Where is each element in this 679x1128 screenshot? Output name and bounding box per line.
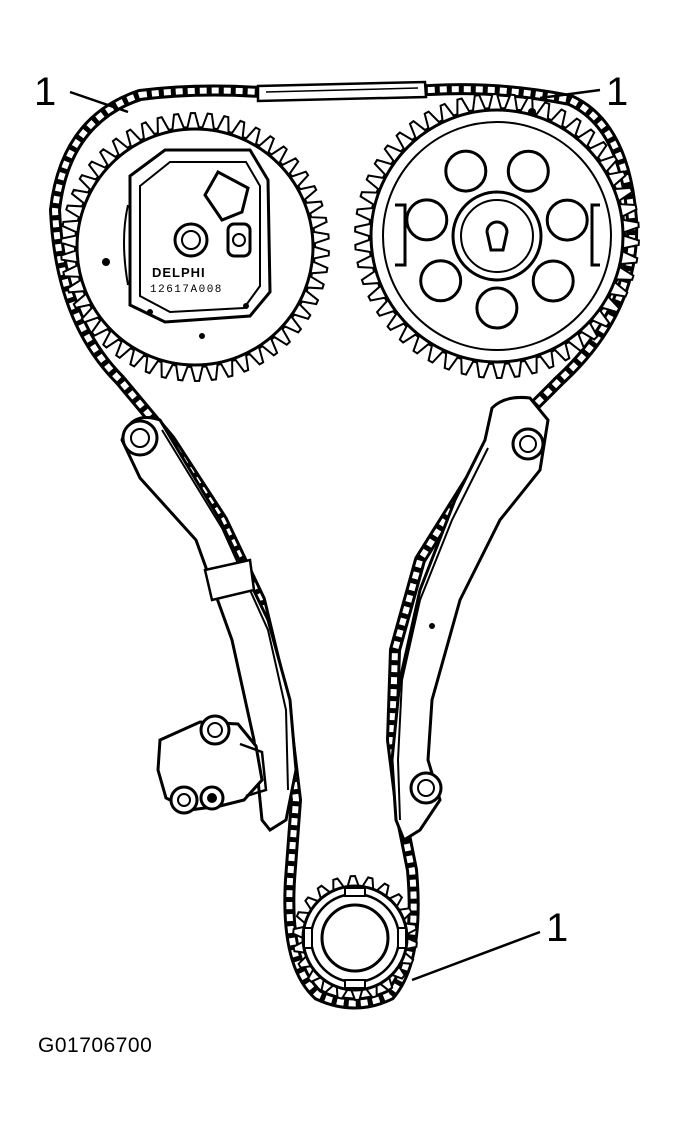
right-cam-sprocket	[354, 92, 640, 380]
sprocket-lightening-hole	[475, 286, 519, 330]
callout-number-left: 1	[34, 70, 57, 114]
sprocket-lightening-hole	[506, 149, 550, 193]
figure-id: G01706700	[38, 1034, 153, 1057]
left-cam-sprocket	[60, 111, 330, 383]
right-fixed-guide	[390, 396, 550, 843]
callout-leader-right	[539, 88, 601, 100]
left-tensioner-guide	[120, 416, 298, 832]
sprocket-lightening-hole	[531, 259, 575, 303]
callout-leader-bottom	[411, 930, 541, 982]
sprocket-part-number: 12617A008	[150, 284, 223, 296]
callout-number-right: 1	[606, 70, 629, 114]
upper-chain-guide	[256, 80, 428, 103]
crankshaft-sprocket	[292, 874, 418, 1002]
sprocket-lightening-hole	[419, 259, 463, 303]
chain-links-pattern	[51, 86, 636, 1007]
chain-tensioner	[156, 714, 268, 815]
callout-number-bottom: 1	[546, 906, 569, 950]
callout-leader-left	[69, 90, 129, 114]
sprocket-brand-label: DELPHI	[152, 265, 206, 280]
sprocket-lightening-hole	[444, 149, 488, 193]
sprocket-lightening-hole	[545, 198, 589, 242]
sprocket-lightening-hole	[405, 198, 449, 242]
